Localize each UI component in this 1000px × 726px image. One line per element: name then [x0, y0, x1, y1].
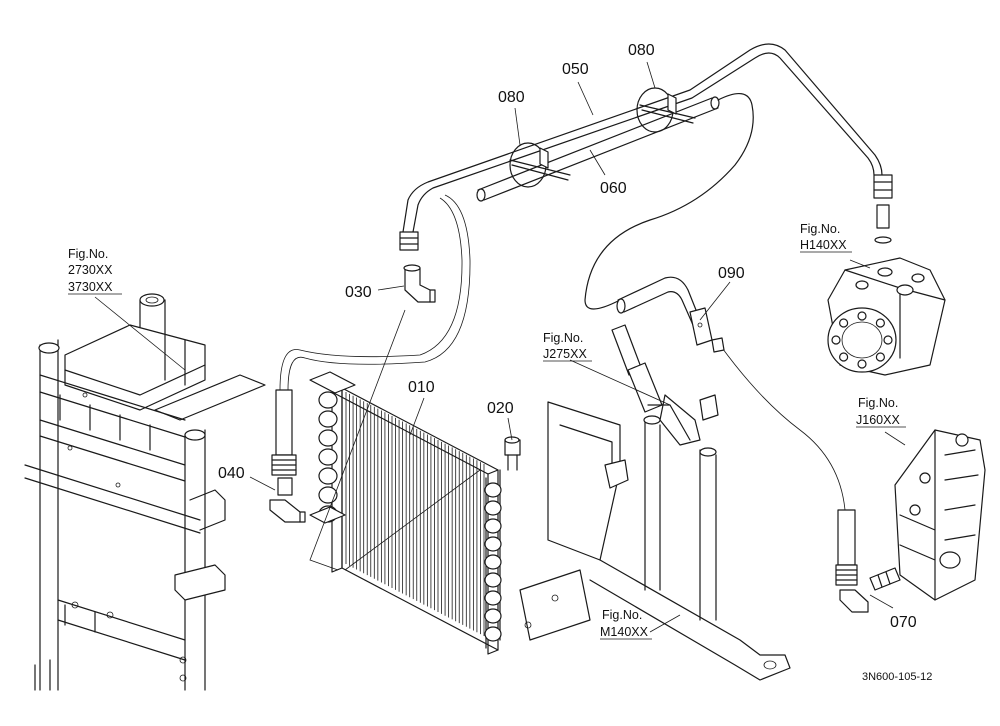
- pipe-clamp-080-right: [636, 87, 696, 133]
- ref-frame-2730: 2730XX: [68, 263, 113, 277]
- figure-references: Fig.No. 2730XX 3730XX Fig.No. H140XX Fig…: [68, 222, 906, 640]
- hose-090: [616, 276, 725, 353]
- pipe-clamp-080-left: [509, 142, 571, 188]
- steering-unit: [827, 174, 946, 376]
- ref-frame-title: Fig.No.: [68, 247, 108, 261]
- ref-valve-j160: J160XX: [856, 413, 900, 427]
- drawing-code: 3N600-105-12: [862, 671, 932, 683]
- label-010: 010: [408, 379, 435, 396]
- ref-steering-h140: H140XX: [800, 238, 847, 252]
- label-030: 030: [345, 284, 372, 301]
- support-bracket: [519, 401, 791, 681]
- hose-040: [269, 389, 306, 523]
- ref-cylinder-title: Fig.No.: [543, 331, 583, 345]
- control-valve: [894, 429, 986, 601]
- bolt-020: [504, 436, 521, 471]
- hydraulic-cylinder: [611, 324, 719, 446]
- hydraulic-pipe-050: [402, 43, 883, 233]
- fitting-030: [399, 231, 436, 303]
- hose-070: [719, 344, 901, 613]
- label-070: 070: [890, 614, 917, 631]
- label-080-right: 080: [628, 42, 655, 59]
- part-number-labels: 010 020 030 040 050 060 070 080 080 090: [218, 42, 917, 631]
- ref-valve-title: Fig.No.: [858, 396, 898, 410]
- ref-bracket-m140: M140XX: [600, 625, 649, 639]
- frame-assembly: [24, 293, 266, 691]
- ref-steering-title: Fig.No.: [800, 222, 840, 236]
- ref-bracket-title: Fig.No.: [602, 608, 642, 622]
- label-020: 020: [487, 400, 514, 417]
- ref-cylinder-j275: J275XX: [543, 347, 587, 361]
- label-050: 050: [562, 61, 589, 78]
- label-040: 040: [218, 465, 245, 482]
- condenser-core: [309, 371, 502, 655]
- label-080-left: 080: [498, 89, 525, 106]
- hydraulic-pipe-060: [476, 93, 754, 310]
- leader-lines: [94, 61, 906, 633]
- label-090: 090: [718, 265, 745, 282]
- label-060: 060: [600, 180, 627, 197]
- ref-frame-3730: 3730XX: [68, 280, 113, 294]
